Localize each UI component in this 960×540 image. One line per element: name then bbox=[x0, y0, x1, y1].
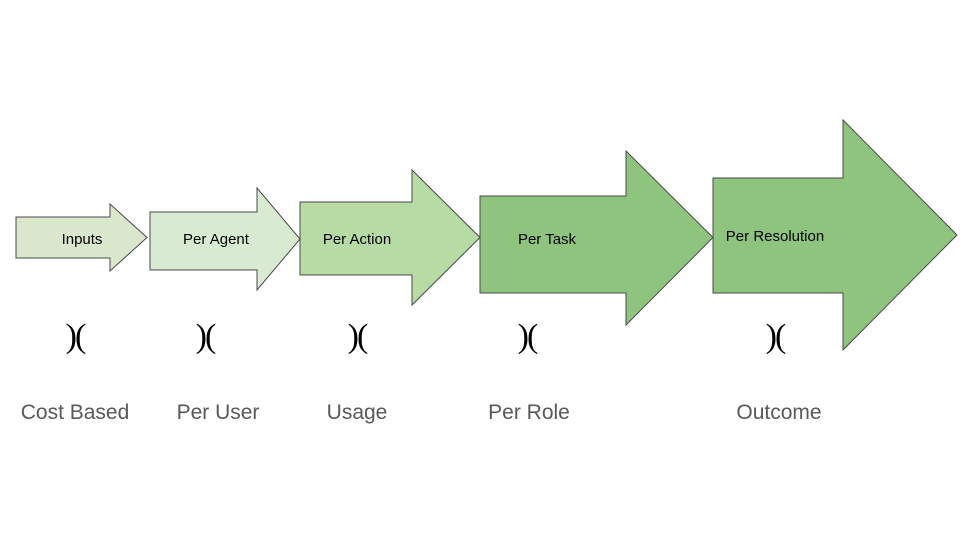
caption-per-user: Per User bbox=[176, 401, 260, 424]
separator-mark-per-action: )( bbox=[347, 318, 369, 355]
separator-mark-per-agent: )( bbox=[195, 318, 217, 355]
caption-outcome: Outcome bbox=[736, 401, 822, 424]
arrow-shape-per-task[interactable] bbox=[479, 149, 714, 327]
arrow-shape-per-agent[interactable] bbox=[149, 186, 301, 292]
stage-label-per-action: Per Action bbox=[322, 231, 392, 248]
caption-cost-based: Cost Based bbox=[20, 401, 130, 424]
stage-label-per-task: Per Task bbox=[517, 231, 577, 248]
arrow-shape-per-resolution[interactable] bbox=[712, 118, 958, 352]
separator-mark-inputs: )( bbox=[65, 318, 87, 355]
arrow-shape-per-action[interactable] bbox=[299, 168, 481, 307]
stage-label-per-agent: Per Agent bbox=[183, 231, 249, 248]
arrow-shape-inputs[interactable] bbox=[15, 202, 148, 273]
caption-per-role: Per Role bbox=[488, 401, 570, 424]
stage-label-inputs: Inputs bbox=[61, 231, 103, 248]
stage-label-per-resolution: Per Resolution bbox=[725, 228, 825, 245]
caption-usage: Usage bbox=[326, 401, 388, 424]
separator-mark-per-task: )( bbox=[517, 318, 539, 355]
separator-mark-per-resolution: )( bbox=[765, 318, 787, 355]
